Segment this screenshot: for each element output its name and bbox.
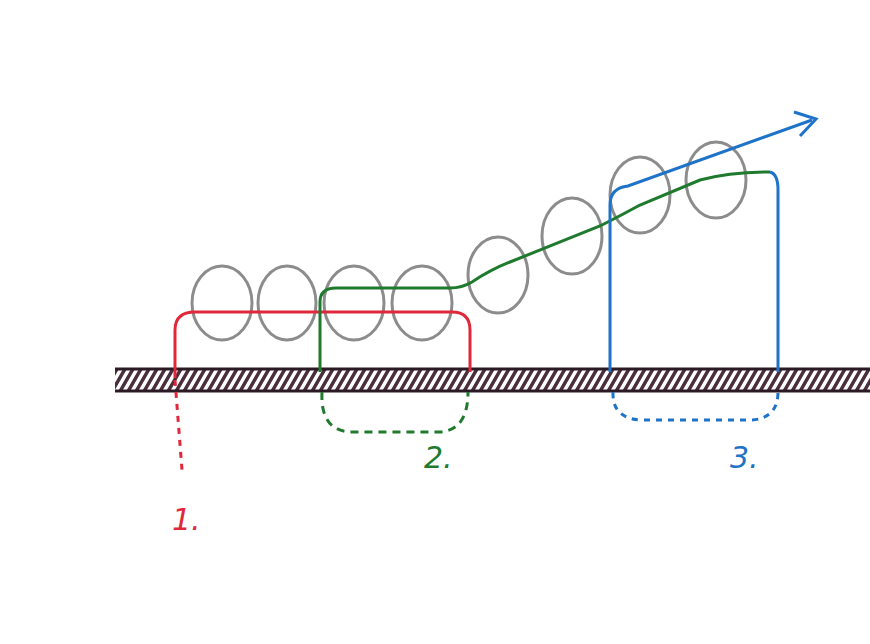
green-path <box>320 172 770 432</box>
blue-path <box>610 112 816 420</box>
oval-chain <box>192 142 746 340</box>
callout-number: 1. <box>172 505 201 535</box>
callout-number: 2. <box>424 443 453 473</box>
callout-number: 3. <box>730 443 759 473</box>
ground-bar <box>115 369 870 391</box>
